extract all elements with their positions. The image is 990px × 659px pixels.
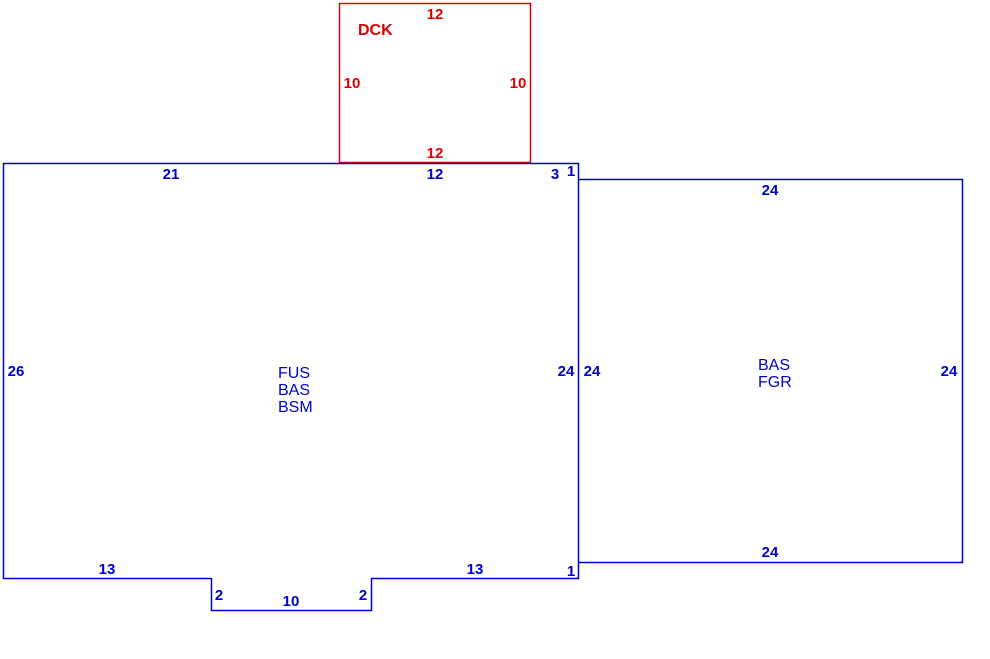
garage-dim-top: 24 <box>762 182 779 199</box>
deck-dim-left: 10 <box>344 75 361 92</box>
garage-dim-bottom: 24 <box>762 544 779 561</box>
deck-label: DCK <box>358 22 393 39</box>
house-dim-bump-left: 2 <box>215 587 223 604</box>
deck-dim-right: 10 <box>510 75 527 92</box>
house-dim-step-right: 1 <box>567 163 575 180</box>
house-label-bas: BAS <box>278 382 310 399</box>
house-dim-top-mid: 12 <box>427 166 444 183</box>
house-dim-top-right: 3 <box>551 166 559 183</box>
house-dim-bottom-step-right: 1 <box>567 563 575 580</box>
garage-label-bas: BAS <box>758 357 790 374</box>
house-dim-bottom-left: 13 <box>99 561 116 578</box>
garage-outline <box>578 178 964 564</box>
house-dim-left: 26 <box>8 363 25 380</box>
garage-dim-left: 24 <box>584 363 601 380</box>
house-dim-right: 24 <box>558 363 575 380</box>
house-label-bsm: BSM <box>278 399 313 416</box>
deck-dim-top: 12 <box>427 6 444 23</box>
garage-dim-right: 24 <box>941 363 958 380</box>
garage-label-fgr: FGR <box>758 374 792 391</box>
house-label-fus: FUS <box>278 365 310 382</box>
house-dim-bump-right: 2 <box>359 587 367 604</box>
house-dim-bump-bottom: 10 <box>283 593 300 610</box>
house-dim-top-left: 21 <box>163 166 180 183</box>
house-outline <box>2 162 580 612</box>
house-dim-bottom-right: 13 <box>467 561 484 578</box>
deck-dim-bottom: 12 <box>427 145 444 162</box>
deck-outline <box>338 2 532 164</box>
